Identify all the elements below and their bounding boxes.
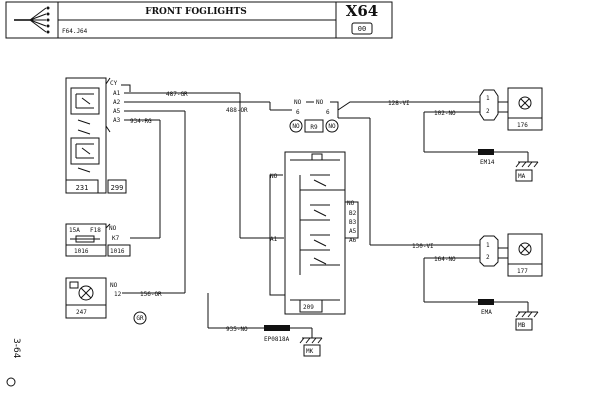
pin-no-relay-top: NO <box>270 173 278 180</box>
pin-cy: CY <box>110 80 118 87</box>
connector-299-label: 299 <box>111 184 124 192</box>
r9-label-box <box>304 119 324 133</box>
fuse-1016: 15A F18 1016 1016 NO K7 <box>65 223 131 257</box>
page-corner-icon <box>6 377 16 387</box>
page-reference: 3-64 <box>11 338 21 359</box>
pin-a2: A2 <box>113 99 121 106</box>
wire-164: 164-NO <box>434 256 456 263</box>
relay-209-label-box <box>299 299 323 313</box>
pin-b2: B2 <box>349 210 357 217</box>
component-231-label-box <box>65 179 99 194</box>
ground-ma-label: MA <box>518 173 526 180</box>
diagram-code: X64 <box>346 2 379 20</box>
component-231-switch: 231 299 <box>65 77 127 194</box>
splice-ep0818a-label: EP0818A <box>264 336 290 343</box>
foglamp-177: 177 1 2 <box>479 233 543 277</box>
ground-ma: EM14 MA <box>478 149 539 182</box>
switch-247-label: 247 <box>76 309 87 316</box>
bulb-177-icon <box>518 242 532 256</box>
pin-a6: A6 <box>349 237 357 244</box>
pin-a1-relay: A1 <box>270 236 278 243</box>
relay-209-label: 209 <box>303 304 314 311</box>
pin-a5: A5 <box>113 108 121 115</box>
gr-marker <box>133 311 147 325</box>
pin-a3: A3 <box>113 117 121 124</box>
r9-label: R9 <box>310 124 318 131</box>
foglamp-176-pin2: 2 <box>486 108 490 115</box>
ground-mk-label: MK <box>306 348 314 355</box>
pin-b3: B3 <box>349 219 357 226</box>
wire-934: 934-RG <box>130 118 152 125</box>
pin-a5-relay: A5 <box>349 228 357 235</box>
r9-pin-6-left: 6 <box>296 109 300 116</box>
pin-no-relay: NO <box>347 200 355 207</box>
r9-no-left: NO <box>294 99 302 106</box>
title-block: FRONT FOGLIGHTS F64.J64 X64 00 <box>5 1 393 39</box>
pin-a1: A1 <box>113 90 121 97</box>
relay-209-body <box>284 151 346 315</box>
splice-ema <box>478 299 494 305</box>
fuse-ref: F18 <box>90 227 101 234</box>
wire-935: 935-NO <box>226 326 248 333</box>
pin-no-fuse: NO <box>109 225 117 232</box>
diagram-code-sub-box <box>351 22 373 35</box>
connector-r9: NO NO 6 6 NO R9 NO <box>289 99 480 246</box>
wires-from-switch <box>121 84 292 293</box>
splice-em14-label: EM14 <box>480 159 495 166</box>
component-231-label: 231 <box>76 184 89 192</box>
harness-connector-icon <box>14 6 50 34</box>
r9-left-marker <box>289 119 303 133</box>
wire-102: 102-NO <box>434 110 456 117</box>
connector-299-label-box <box>107 179 127 194</box>
splice-em14 <box>478 149 494 155</box>
wire-156: 156-OR <box>140 291 162 298</box>
wire-128: 128-VI <box>388 100 410 107</box>
ground-mb: EMA MB <box>478 299 539 331</box>
bulb-176-icon <box>518 96 532 110</box>
connector-1016-label: 1016 <box>110 248 125 255</box>
r9-no-right: NO <box>316 99 324 106</box>
r9-right-marker-label: NO <box>328 123 336 130</box>
wire-488: 488-OR <box>226 107 248 114</box>
ground-mb-label: MB <box>518 322 526 329</box>
r9-right-marker <box>325 119 339 133</box>
diagram-code-sub: 00 <box>358 25 366 33</box>
r9-pin-6-right: 6 <box>326 109 330 116</box>
splice-ep0818a <box>264 325 290 331</box>
r9-left-marker-label: NO <box>292 123 300 130</box>
fuse-rating: 15A <box>69 227 80 234</box>
splice-ema-label: EMA <box>481 309 492 316</box>
foglamp-176-label: 176 <box>517 122 528 129</box>
diagram-title: FRONT FOGLIGHTS <box>145 7 247 17</box>
vehicle-variants: F64.J64 <box>62 28 88 35</box>
pin-no-247: NO <box>110 282 118 289</box>
ground-mk: 935-NO EP0818A MK <box>207 293 323 357</box>
wire-130: 130-VI <box>412 243 434 250</box>
gr-marker-label: GR <box>136 315 144 322</box>
foglamp-177-label: 177 <box>517 268 528 275</box>
foglight-switch-247: 247 NO 12 156-OR GR <box>65 277 185 325</box>
pin-12: 12 <box>114 291 122 298</box>
foglamp-176: 176 1 2 <box>479 87 543 131</box>
relay-209: 209 NO A1 NO B2 B3 A5 A6 <box>269 151 359 315</box>
foglamp-177-pin1: 1 <box>486 242 490 249</box>
foglamp-176-pin1: 1 <box>486 95 490 102</box>
wire-487: 487-GR <box>166 91 188 98</box>
fuse-label: 1016 <box>74 248 89 255</box>
connector-1016-box <box>107 244 131 257</box>
foglamp-177-pin2: 2 <box>486 254 490 261</box>
pin-k7: K7 <box>112 235 120 242</box>
